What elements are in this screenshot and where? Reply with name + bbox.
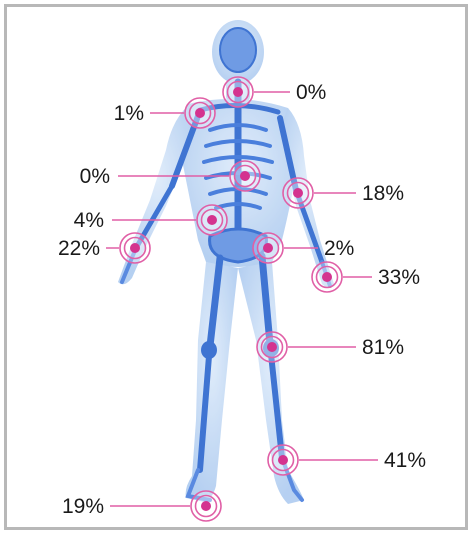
target-marker-icon bbox=[312, 262, 342, 292]
annotation-left-hip: 2% bbox=[253, 233, 354, 263]
target-marker-icon bbox=[268, 445, 298, 475]
target-marker-icon bbox=[185, 98, 215, 128]
percentage-label: 0% bbox=[80, 165, 110, 188]
annotation-left-wrist: 33% bbox=[312, 262, 420, 292]
percentage-label: 41% bbox=[384, 449, 426, 472]
annotation-left-elbow: 18% bbox=[283, 178, 404, 208]
target-marker-icon bbox=[257, 332, 287, 362]
annotation-left-ankle: 41% bbox=[268, 445, 426, 475]
target-marker-icon bbox=[120, 233, 150, 263]
annotation-left-knee: 81% bbox=[257, 332, 404, 362]
annotation-neck: 0% bbox=[223, 77, 326, 107]
percentage-label: 1% bbox=[114, 102, 144, 125]
percentage-label: 18% bbox=[362, 182, 404, 205]
percentage-label: 0% bbox=[296, 81, 326, 104]
percentage-label: 4% bbox=[74, 209, 104, 232]
annotation-right-wrist: 22% bbox=[58, 233, 150, 263]
target-marker-icon bbox=[253, 233, 283, 263]
target-marker-icon bbox=[223, 77, 253, 107]
target-marker-icon bbox=[230, 161, 260, 191]
annotation-right-shoulder: 1% bbox=[114, 98, 215, 128]
percentage-label: 19% bbox=[62, 495, 104, 518]
percentage-label: 81% bbox=[362, 336, 404, 359]
target-marker-icon bbox=[283, 178, 313, 208]
percentage-label: 22% bbox=[58, 237, 100, 260]
target-marker-icon bbox=[191, 491, 221, 521]
percentage-label: 33% bbox=[378, 266, 420, 289]
percentage-label: 2% bbox=[324, 237, 354, 260]
annotation-right-foot: 19% bbox=[62, 491, 221, 521]
target-marker-icon bbox=[197, 205, 227, 235]
